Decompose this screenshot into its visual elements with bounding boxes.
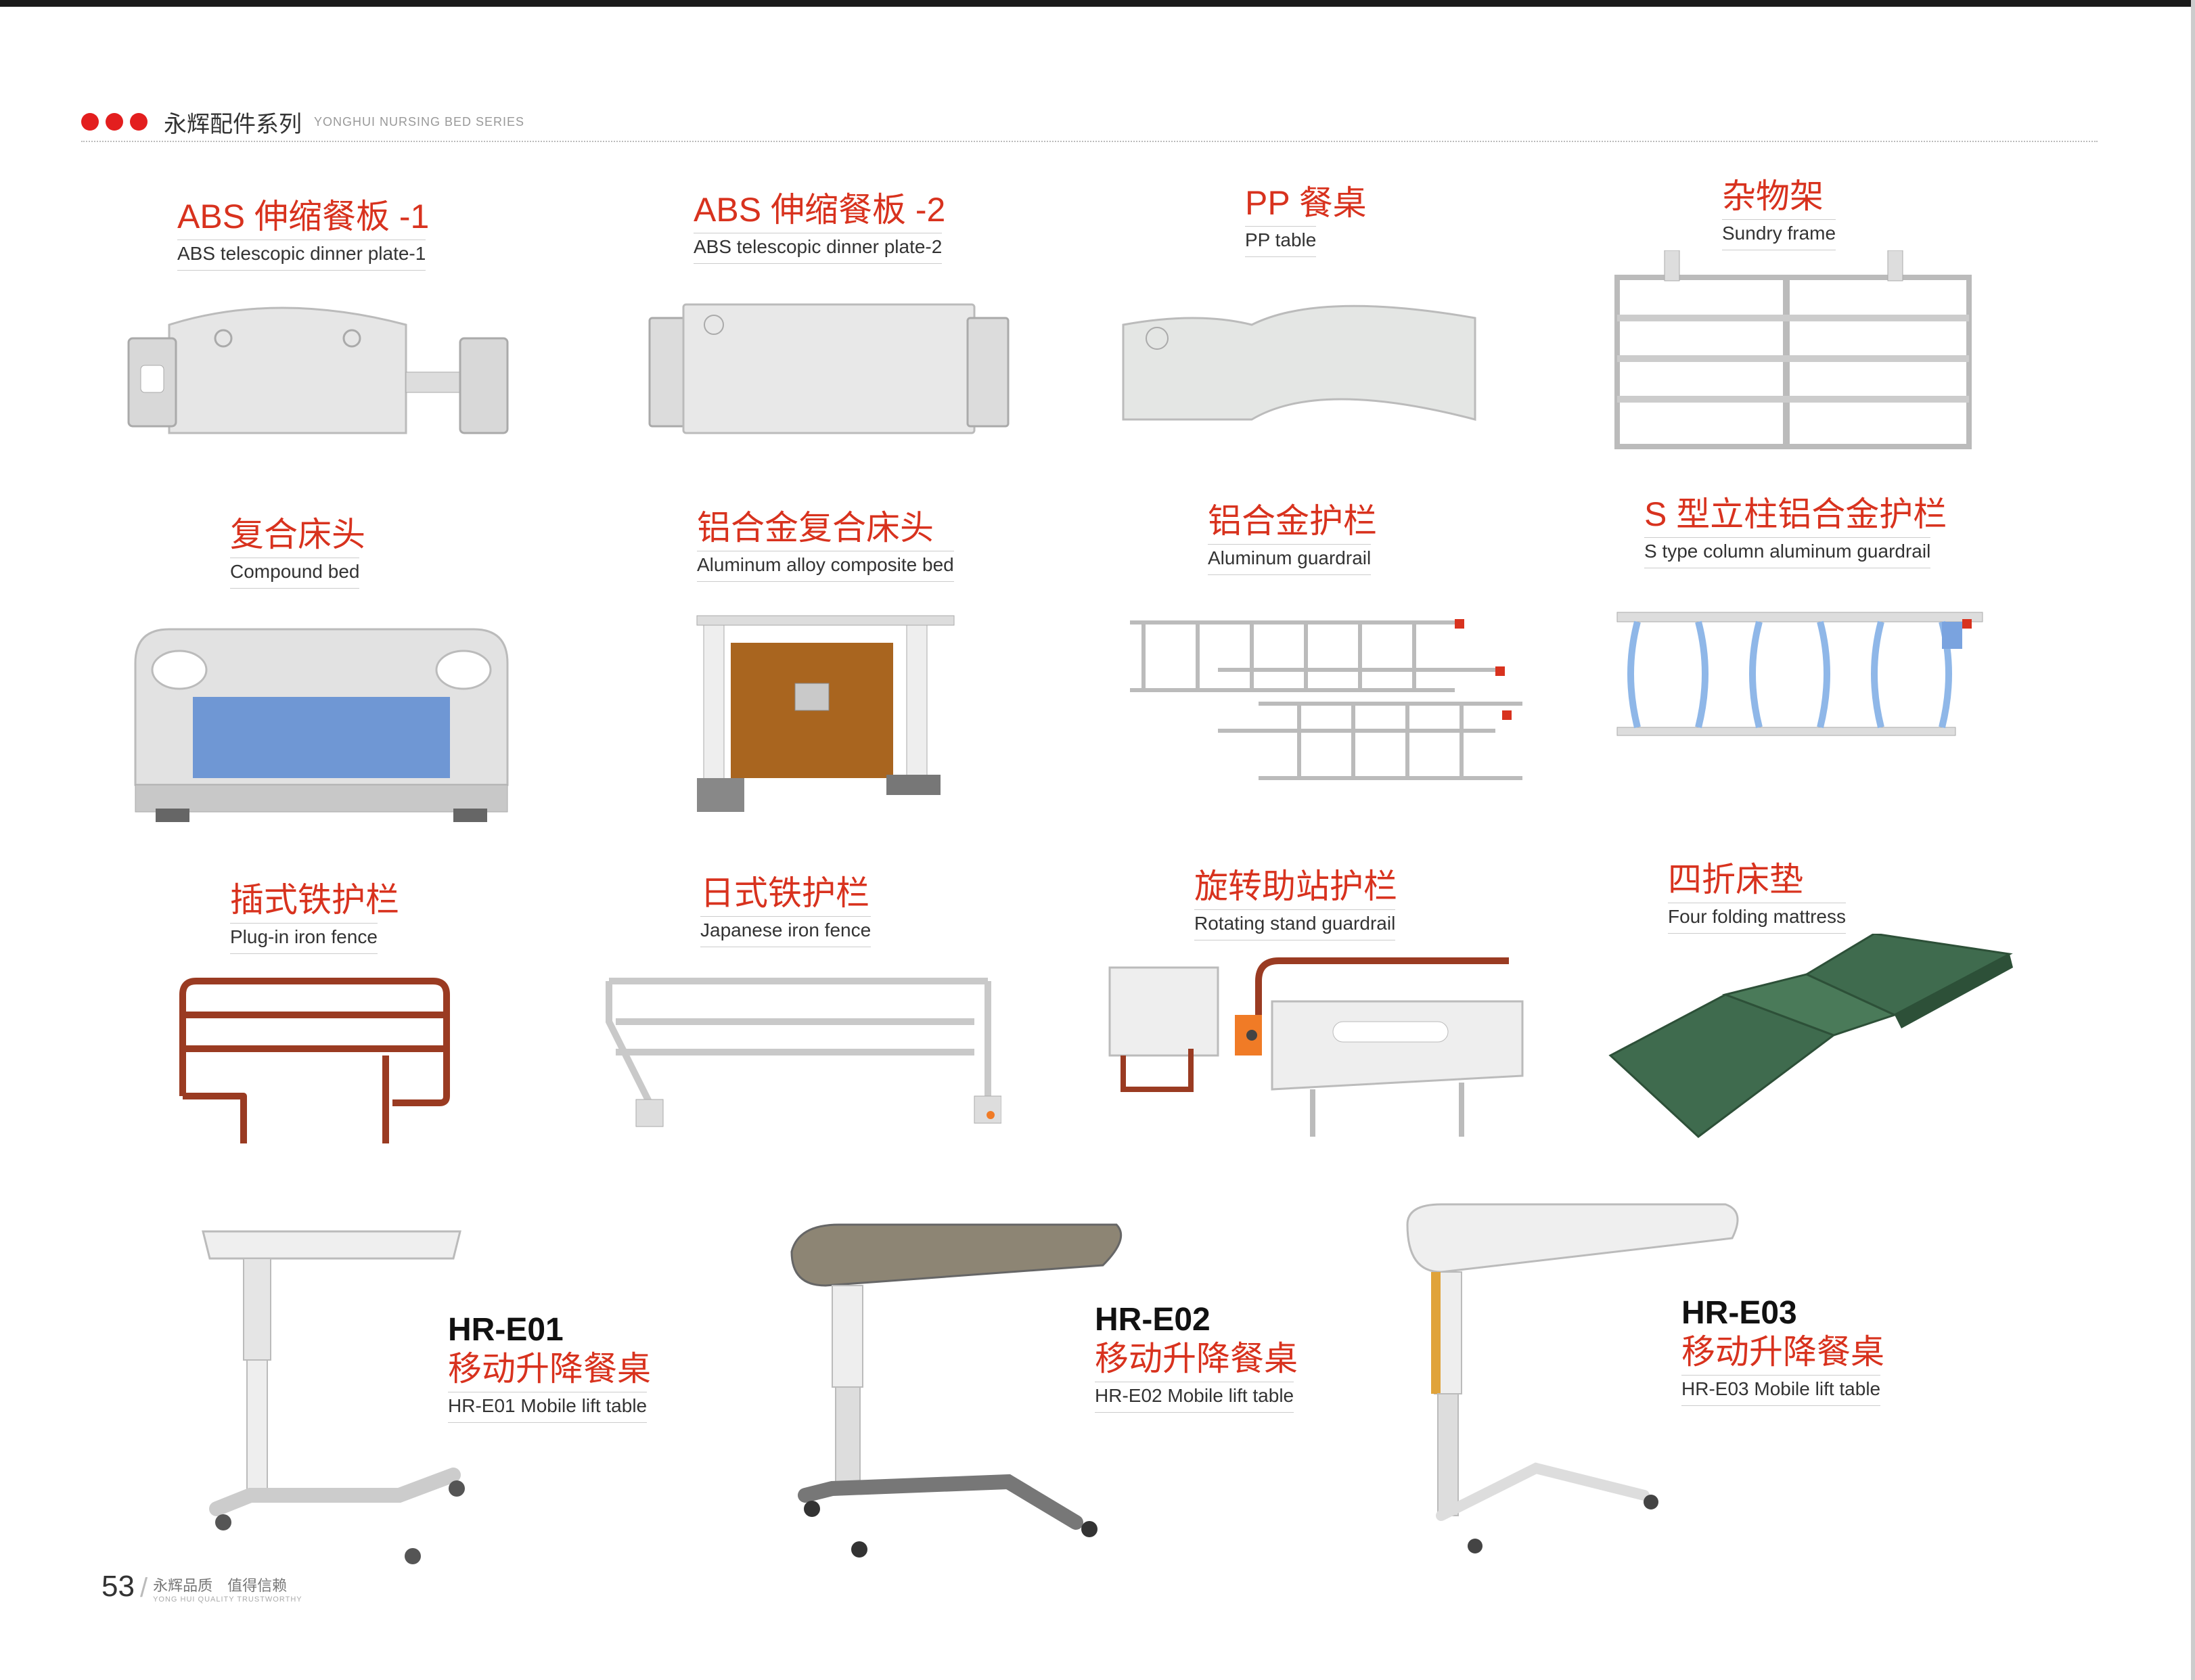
product-aluminum-composite-bed: 铝合金复合床头 Aluminum alloy composite bed xyxy=(697,507,954,582)
product-name-en: Sundry frame xyxy=(1722,219,1836,250)
product-name-en: HR-E03 Mobile lift table xyxy=(1681,1374,1881,1406)
product-japanese-iron-fence: 日式铁护栏 Japanese iron fence xyxy=(700,873,872,947)
catalog-header: 永辉配件系列 YONGHUI NURSING BED SERIES xyxy=(81,101,524,142)
product-name-cn: PP 餐桌 xyxy=(1245,184,1367,222)
header-divider xyxy=(81,141,2098,142)
product-name-en: ABS telescopic dinner plate-2 xyxy=(694,233,943,264)
abs-plate-1-image xyxy=(127,307,509,434)
table-hr-e03: HR-E03 移动升降餐桌 HR-E03 Mobile lift table xyxy=(1681,1295,1884,1406)
product-name-en: PP table xyxy=(1245,226,1317,257)
slogan-en: YONG HUI QUALITY TRUSTWORTHY xyxy=(153,1595,302,1604)
abs-plate-2-image xyxy=(648,303,1010,434)
product-plug-in-iron-fence: 插式铁护栏 Plug-in iron fence xyxy=(230,880,399,954)
product-abs-plate-2: ABS 伸缩餐板 -2 ABS telescopic dinner plate-… xyxy=(694,189,945,264)
product-four-folding-mattress: 四折床垫 Four folding mattress xyxy=(1668,859,1846,934)
product-name-cn: 移动升降餐桌 xyxy=(1681,1332,1884,1371)
product-name-en: Four folding mattress xyxy=(1668,903,1846,934)
hr-e02-image xyxy=(790,1223,1123,1558)
product-name-cn: 铝合金复合床头 xyxy=(697,509,934,547)
product-name-cn: S 型立柱铝合金护栏 xyxy=(1644,495,1947,533)
red-dot-icon xyxy=(106,113,123,131)
slogan-cn: 永辉品质 值得信赖 xyxy=(153,1577,288,1594)
product-name-cn: ABS 伸缩餐板 -1 xyxy=(177,198,430,235)
hr-e03-image xyxy=(1406,1203,1739,1553)
sundry-frame-image xyxy=(1614,250,1972,449)
product-rotating-stand-guardrail: 旋转助站护栏 Rotating stand guardrail xyxy=(1194,866,1397,940)
plug-in-iron-fence-image xyxy=(179,978,450,1143)
footer-slogan: 永辉品质 值得信赖 YONG HUI QUALITY TRUSTWORTHY xyxy=(153,1574,302,1604)
product-name-cn: 日式铁护栏 xyxy=(700,874,869,912)
product-name-cn: 铝合金护栏 xyxy=(1208,502,1377,540)
product-compound-bed: 复合床头 Compound bed xyxy=(230,514,365,589)
product-name-en: Compound bed xyxy=(230,558,360,589)
japanese-iron-fence-image xyxy=(606,978,1001,1127)
red-dot-icon xyxy=(130,113,148,131)
product-name-cn: ABS 伸缩餐板 -2 xyxy=(694,191,946,229)
product-name-en: Rotating stand guardrail xyxy=(1194,909,1396,940)
product-name-cn: 杂物架 xyxy=(1722,177,1824,215)
s-type-guardrail-image xyxy=(1616,612,1983,736)
red-dot-icon xyxy=(81,113,99,131)
product-pp-table: PP 餐桌 PP table xyxy=(1245,183,1367,257)
four-folding-mattress-image xyxy=(1608,934,2013,1138)
hr-e01-image xyxy=(202,1230,465,1564)
compound-bed-image xyxy=(134,628,509,822)
product-sundry-frame: 杂物架 Sundry frame xyxy=(1722,176,1836,250)
model-number: HR-E03 xyxy=(1681,1295,1797,1331)
product-name-en: HR-E02 Mobile lift table xyxy=(1095,1381,1294,1413)
product-name-en: ABS telescopic dinner plate-1 xyxy=(177,240,426,271)
pp-table-image xyxy=(1122,304,1476,421)
aluminum-composite-bed-image xyxy=(696,615,955,812)
series-title: 永辉配件系列 xyxy=(164,111,302,137)
aluminum-guardrail-image xyxy=(1130,619,1522,780)
product-name-cn: 旋转助站护栏 xyxy=(1194,867,1397,905)
rotating-stand-guardrail-image xyxy=(1108,957,1524,1137)
product-name-cn: 复合床头 xyxy=(230,516,365,553)
product-s-type-guardrail: S 型立柱铝合金护栏 S type column aluminum guardr… xyxy=(1644,494,1947,568)
product-name-cn: 插式铁护栏 xyxy=(230,881,399,919)
product-name-en: Aluminum guardrail xyxy=(1208,544,1372,575)
product-name-en: Plug-in iron fence xyxy=(230,923,378,954)
top-border xyxy=(0,0,2195,7)
product-name-en: Aluminum alloy composite bed xyxy=(697,551,954,582)
table-hr-e01: HR-E01 移动升降餐桌 HR-E01 Mobile lift table xyxy=(448,1312,651,1423)
model-number: HR-E01 xyxy=(448,1312,564,1348)
product-name-cn: 移动升降餐桌 xyxy=(448,1349,651,1388)
product-aluminum-guardrail: 铝合金护栏 Aluminum guardrail xyxy=(1208,501,1377,575)
product-name-en: HR-E01 Mobile lift table xyxy=(448,1391,648,1423)
page-number: 53 xyxy=(101,1570,135,1603)
page-footer: 53 / 永辉品质 值得信赖 YONG HUI QUALITY TRUSTWOR… xyxy=(101,1570,302,1604)
model-number: HR-E02 xyxy=(1095,1302,1210,1338)
product-name-en: Japanese iron fence xyxy=(700,916,872,947)
page-edge xyxy=(2191,0,2195,1680)
product-name-en: S type column aluminum guardrail xyxy=(1644,537,1931,568)
product-name-cn: 四折床垫 xyxy=(1668,861,1803,899)
product-name-cn: 移动升降餐桌 xyxy=(1095,1339,1298,1378)
series-title-en: YONGHUI NURSING BED SERIES xyxy=(314,114,525,129)
slash-divider: / xyxy=(139,1573,148,1603)
table-hr-e02: HR-E02 移动升降餐桌 HR-E02 Mobile lift table xyxy=(1095,1302,1298,1413)
product-abs-plate-1: ABS 伸缩餐板 -1 ABS telescopic dinner plate-… xyxy=(177,196,429,271)
